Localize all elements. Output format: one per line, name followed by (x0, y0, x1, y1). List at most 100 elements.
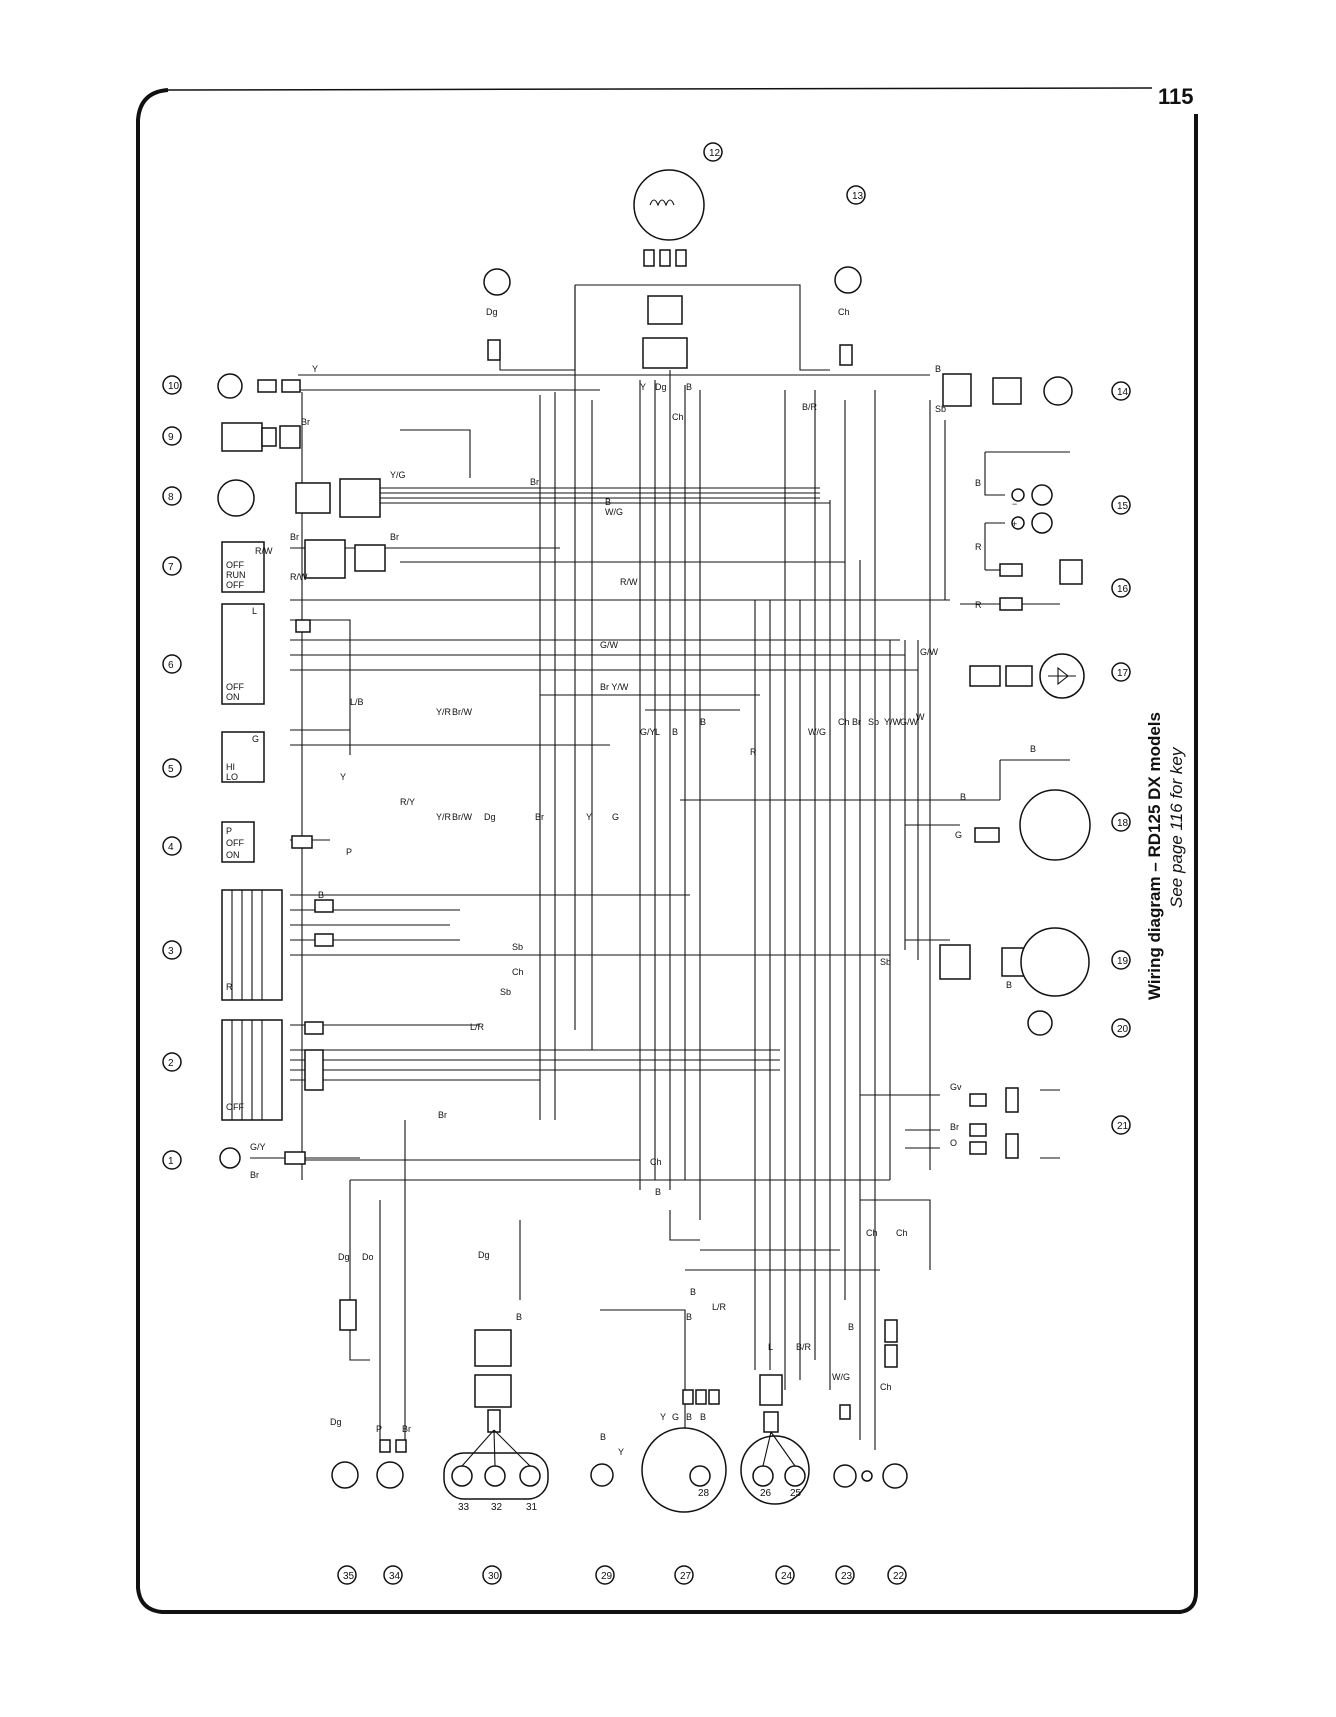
svg-text:R/W: R/W (290, 572, 308, 582)
svg-text:21: 21 (1117, 1121, 1129, 1132)
svg-text:B: B (848, 1322, 854, 1332)
svg-text:30: 30 (488, 1571, 500, 1582)
svg-text:G/Y: G/Y (640, 727, 656, 737)
svg-text:L: L (252, 606, 257, 616)
svg-text:R: R (975, 600, 982, 610)
svg-text:B: B (600, 1432, 606, 1442)
svg-text:Br: Br (535, 812, 544, 822)
svg-text:HI: HI (226, 762, 235, 772)
svg-text:B: B (1030, 744, 1036, 754)
component-14: 14 (942, 373, 1131, 407)
svg-text:B: B (516, 1312, 522, 1322)
svg-text:P: P (376, 1424, 382, 1434)
svg-text:R: R (975, 542, 982, 552)
svg-text:Y: Y (340, 772, 346, 782)
page-frame (136, 88, 1198, 1614)
component-21: 21 (969, 1087, 1131, 1159)
svg-text:8: 8 (168, 492, 174, 503)
svg-text:B: B (1006, 980, 1012, 990)
svg-text:Br: Br (950, 1122, 959, 1132)
svg-text:Y: Y (660, 1412, 666, 1422)
svg-text:Ch: Ch (512, 967, 524, 977)
svg-text:18: 18 (1117, 818, 1129, 829)
svg-text:B: B (672, 727, 678, 737)
svg-text:17: 17 (1117, 668, 1129, 679)
svg-text:Sb: Sb (500, 987, 511, 997)
component-17-rectifier: 17 (969, 653, 1131, 699)
svg-text:12: 12 (709, 148, 721, 159)
svg-text:LO: LO (226, 772, 238, 782)
svg-text:R/Y: R/Y (400, 797, 415, 807)
svg-text:Ch: Ch (838, 307, 850, 317)
svg-text:Sb: Sb (868, 717, 879, 727)
svg-text:OFF: OFF (226, 1102, 244, 1112)
svg-text:13: 13 (852, 191, 864, 202)
svg-text:35: 35 (343, 1571, 355, 1582)
svg-text:RUN: RUN (226, 570, 246, 580)
svg-text:G: G (955, 830, 962, 840)
svg-text:Dg: Dg (478, 1250, 490, 1260)
svg-text:26: 26 (760, 1488, 772, 1499)
svg-text:Br: Br (402, 1424, 411, 1434)
svg-text:20: 20 (1117, 1024, 1129, 1035)
svg-text:OFF: OFF (226, 560, 244, 570)
svg-text:B: B (686, 382, 692, 392)
svg-text:Ch: Ch (880, 1382, 892, 1392)
svg-text:B: B (686, 1312, 692, 1322)
svg-text:Ch: Ch (650, 1157, 662, 1167)
svg-text:Br: Br (438, 1110, 447, 1120)
component-8: 8 (162, 478, 381, 518)
svg-text:Y: Y (640, 382, 646, 392)
svg-text:B: B (935, 364, 941, 374)
component-15-battery: 15 (984, 451, 1131, 570)
svg-text:Ch: Ch (838, 717, 850, 727)
svg-text:1: 1 (168, 1156, 174, 1167)
component-12-headlamp: 12 (499, 142, 830, 371)
svg-text:Ch: Ch (896, 1228, 908, 1238)
svg-text:OFF: OFF (226, 838, 244, 848)
svg-text:Ch: Ch (672, 412, 684, 422)
svg-text:Br/W: Br/W (452, 812, 473, 822)
svg-text:OFF: OFF (226, 682, 244, 692)
svg-text:14: 14 (1117, 387, 1129, 398)
caption-subtitle: See page 116 for key (1167, 746, 1186, 908)
svg-text:Y: Y (586, 812, 592, 822)
svg-text:G/Y: G/Y (250, 1142, 266, 1152)
caption-title: Wiring diagram – RD125 DX models (1145, 712, 1164, 1000)
svg-text:B: B (655, 1187, 661, 1197)
svg-text:Br: Br (852, 717, 861, 727)
svg-text:6: 6 (168, 660, 174, 671)
svg-text:Br: Br (250, 1170, 259, 1180)
component-5-switch: HI LO G 5 (162, 731, 265, 783)
component-2-switch: OFF 2 (162, 1019, 324, 1121)
svg-text:Y/W: Y/W (884, 717, 902, 727)
svg-text:B: B (686, 1412, 692, 1422)
diagram-caption: Wiring diagram – RD125 DX models See pag… (1145, 712, 1186, 1000)
svg-text:32: 32 (491, 1502, 503, 1513)
svg-text:25: 25 (790, 1488, 802, 1499)
svg-text:15: 15 (1117, 501, 1129, 512)
svg-text:Y: Y (312, 364, 318, 374)
svg-text:4: 4 (168, 842, 174, 853)
svg-text:2: 2 (168, 1058, 174, 1069)
svg-text:P: P (346, 847, 352, 857)
svg-text:Dg: Dg (484, 812, 496, 822)
svg-text:R: R (750, 747, 757, 757)
svg-text:Y: Y (618, 1447, 624, 1457)
svg-text:L/R: L/R (712, 1302, 727, 1312)
component-16-fuse: 16 (960, 559, 1131, 611)
svg-text:9: 9 (168, 432, 174, 443)
svg-text:R/W: R/W (255, 546, 273, 556)
svg-text:Do: Do (362, 1252, 374, 1262)
svg-text:Sb: Sb (880, 957, 891, 967)
svg-text:Ch: Ch (866, 1228, 878, 1238)
svg-text:27: 27 (680, 1571, 692, 1582)
svg-text:5: 5 (168, 764, 174, 775)
svg-text:R: R (226, 982, 233, 992)
svg-text:33: 33 (458, 1502, 470, 1513)
component-18: 18 (974, 759, 1131, 861)
wire-harness (301, 285, 946, 1450)
svg-text:O: O (950, 1138, 957, 1148)
